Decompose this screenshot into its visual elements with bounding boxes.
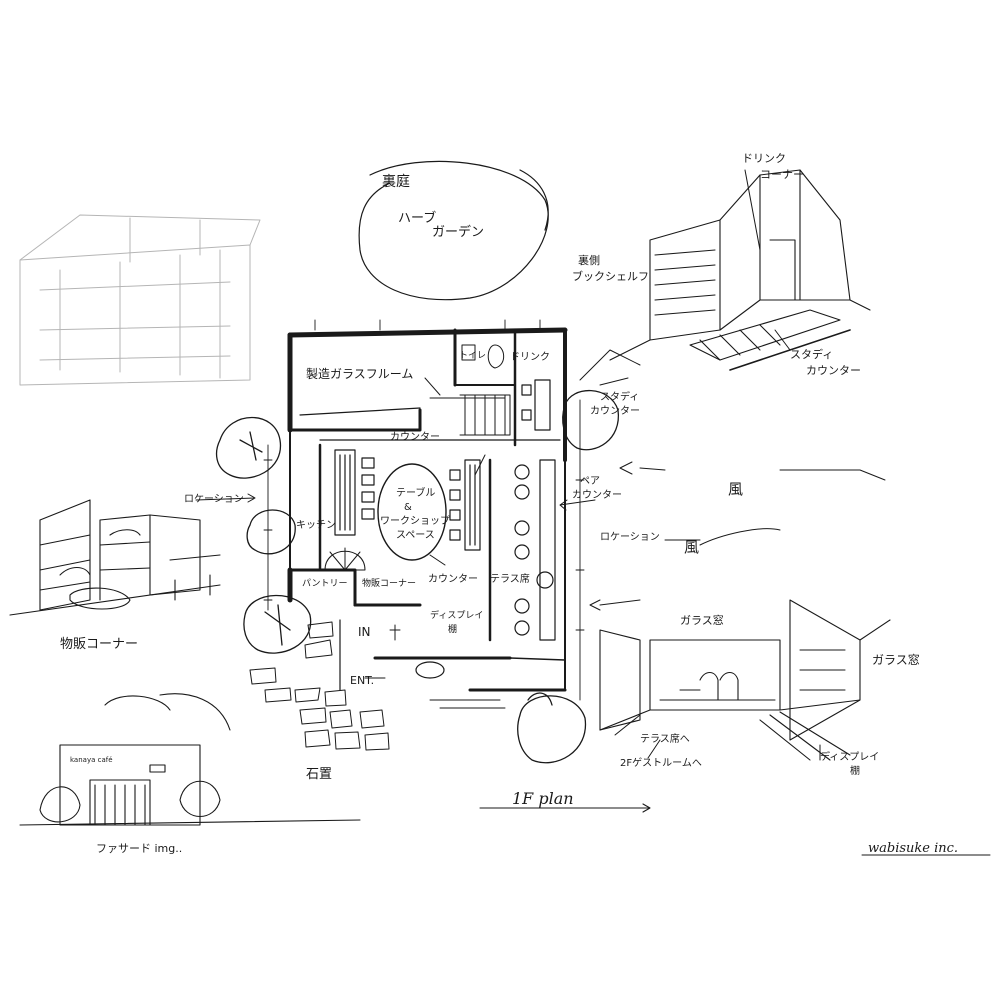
label-study-counter-top-2: カウンター (806, 364, 861, 377)
label-back-bookshelf: 裏側 (578, 253, 600, 267)
label-counter-bottom: カウンター (428, 573, 478, 585)
label-plan-title: 1F plan (512, 789, 574, 808)
herb-garden-ellipse (358, 160, 549, 301)
label-counter-top: カウンター (390, 431, 440, 443)
label-pair-counter-2: カウンター (572, 489, 622, 501)
glass-window-perspective-sketch (599, 599, 891, 761)
label-kitchen: キッチン (296, 519, 336, 531)
facade-sketch (19, 693, 361, 826)
label-display-shelf-bottom-2: 棚 (850, 764, 860, 777)
label-back-bookshelf-2: ブックシェルフ (572, 269, 649, 283)
label-backyard: 裏庭 (382, 173, 410, 190)
label-signature: wabisuke inc. (868, 841, 958, 856)
landscape-trees (215, 389, 619, 764)
label-goods-corner-small: 物販コーナー (362, 577, 416, 589)
label-table: テーブル (396, 486, 435, 499)
label-in: IN (358, 625, 371, 639)
label-drink-corner-2: コーナー (760, 168, 804, 181)
floor-plan-walls (263, 319, 585, 701)
label-location-left: ロケーション (184, 493, 244, 505)
label-drink-corner: ドリンク (742, 152, 786, 165)
label-glass-window-2: ガラス窓 (872, 652, 920, 667)
label-factory-glass-room: 製造ガラスフルーム (306, 367, 413, 381)
bookshelf-perspective-sketch (609, 169, 871, 371)
label-terrace-seat-arrow: テラス席へ (640, 732, 690, 745)
label-wind-2: 風 (684, 538, 699, 556)
label-study-counter-top: スタディ (790, 347, 833, 361)
label-workshop: ワークショップ (380, 515, 450, 527)
label-study-counter-mid: スタディ (600, 390, 639, 403)
label-wind-1: 風 (728, 480, 743, 498)
label-stone: 石置 (306, 767, 332, 782)
floor-plan-furniture (334, 379, 556, 679)
label-herb-garden-2: ガーデン (432, 224, 484, 240)
label-ent: ENT. (350, 674, 374, 687)
label-pair-counter: ペア (580, 476, 600, 487)
label-display-shelf-bottom: ディスプレイ (820, 750, 879, 763)
label-goods-corner-big: 物販コーナー (60, 637, 138, 652)
stone-paving (249, 621, 506, 751)
label-pantry: パントリー (302, 578, 347, 589)
annotation-arrows (195, 169, 991, 856)
interior-sketch-topleft (19, 214, 261, 386)
label-second-guest-room: 2Fゲストルームへ (620, 757, 702, 769)
label-glass-window-1: ガラス窓 (680, 613, 724, 627)
label-facade: ファサード img.. (96, 842, 182, 855)
label-terrace-seats: テラス席 (490, 572, 530, 585)
label-display-shelf-2: 棚 (448, 623, 457, 635)
label-space: スペース (396, 530, 435, 541)
label-study-counter-mid-2: カウンター (590, 405, 640, 417)
label-drink: ドリンク (510, 351, 550, 363)
goods-corner-perspective-sketch (9, 499, 221, 616)
label-location-right: ロケーション (600, 531, 660, 543)
label-herb-garden: ハーブ (398, 210, 436, 226)
label-toilet: トイレ (459, 351, 486, 361)
label-facade-sign: kanaya café (70, 756, 113, 764)
label-table-and: & (404, 502, 412, 513)
label-display-shelf: ディスプレイ (430, 609, 483, 621)
